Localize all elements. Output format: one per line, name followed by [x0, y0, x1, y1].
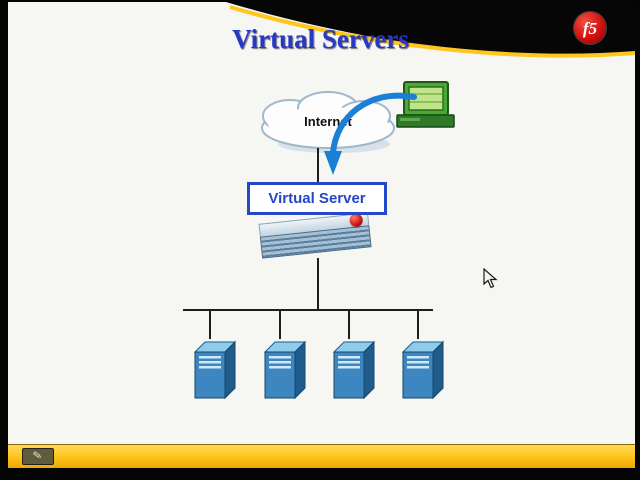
pen-icon: ✎ — [32, 449, 44, 463]
pen-tool-button[interactable]: ✎ — [22, 448, 54, 465]
internet-cloud-shape — [261, 91, 395, 153]
slide-decoration-swoosh — [226, 2, 635, 58]
virtual-server-label: Virtual Server — [268, 190, 366, 207]
server-tower-2 — [263, 340, 307, 400]
connector-vs-to-bus — [317, 258, 319, 311]
virtual-server-box: Virtual Server — [247, 182, 387, 215]
traffic-arrow — [324, 92, 417, 175]
server-tower-4 — [401, 340, 445, 400]
appliance-chassis — [258, 212, 372, 259]
presentation-slide: Virtual Servers f5 Internet Virtual Serv… — [8, 2, 635, 468]
slide-title: Virtual Servers — [232, 24, 409, 54]
connector-bus-to-server-2 — [279, 311, 281, 339]
connector-cloud-to-vs — [317, 148, 319, 186]
mouse-cursor — [483, 268, 498, 289]
network-bus-line — [183, 309, 433, 311]
f5-logo-text: f5 — [582, 18, 598, 38]
f5-logo: f5 — [574, 12, 606, 44]
connector-bus-to-server-4 — [417, 311, 419, 339]
bigip-appliance-icon — [256, 212, 378, 262]
connector-bus-to-server-3 — [348, 311, 350, 339]
server-tower-3 — [332, 340, 376, 400]
connector-bus-to-server-1 — [209, 311, 211, 339]
server-tower-1 — [193, 340, 237, 400]
bottom-accent-bar — [8, 444, 635, 468]
